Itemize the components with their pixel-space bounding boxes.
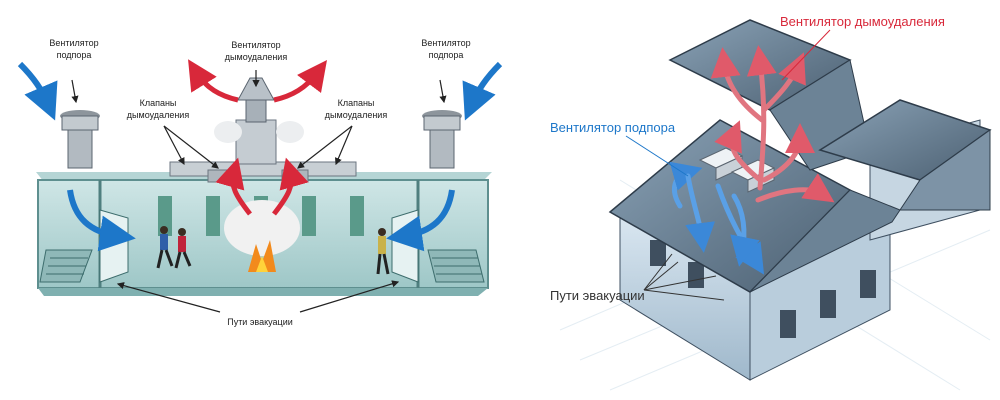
- svg-text:Вентилятор: Вентилятор: [49, 38, 98, 48]
- label-fan-smoke: Вентилятор дымоудаления: [780, 14, 945, 29]
- smoke-duct: [169, 119, 357, 183]
- svg-text:дымоудаления: дымоудаления: [225, 52, 288, 62]
- label-fan-supply-right: Вентилятор подпора: [421, 38, 470, 60]
- cross-section-svg: Вентилятор подпора Вентилятор подпора Ве…: [17, 38, 503, 327]
- staircase-icon: [39, 249, 93, 283]
- fan-icon: [60, 110, 100, 169]
- person-icon: [156, 226, 174, 269]
- pointer-lines: [781, 29, 831, 81]
- smoke-arrows: [188, 59, 328, 216]
- label-fan-supply: Вентилятор подпора: [550, 120, 676, 135]
- smoke-arrows: [710, 45, 835, 203]
- fan-icon: [214, 77, 304, 143]
- label-valves-left: Клапаны дымоудаления: [127, 98, 190, 120]
- label-evacuation: Пути эвакуации: [227, 317, 293, 327]
- supply-arrows: [17, 61, 503, 252]
- label-evacuation: Пути эвакуации: [550, 288, 645, 303]
- svg-text:дымоудаления: дымоудаления: [127, 110, 190, 120]
- pointer-lines: [643, 253, 725, 301]
- svg-text:Вентилятор: Вентилятор: [231, 40, 280, 50]
- pointer-lines: [625, 135, 689, 177]
- svg-text:Вентилятор: Вентилятор: [421, 38, 470, 48]
- house-svg: Вентилятор дымоудаления Вентилятор подпо…: [550, 14, 992, 391]
- label-fan-smoke: Вентилятор дымоудаления: [225, 40, 288, 62]
- isometric-house-diagram: Вентилятор дымоудаления Вентилятор подпо…: [520, 0, 1000, 400]
- svg-text:подпора: подпора: [57, 50, 92, 60]
- svg-text:подпора: подпора: [429, 50, 464, 60]
- staircase-icon: [427, 249, 485, 283]
- door-icon: [99, 209, 129, 283]
- cross-section-diagram: Вентилятор подпора Вентилятор подпора Ве…: [17, 38, 503, 327]
- svg-text:Клапаны: Клапаны: [140, 98, 177, 108]
- label-valves-right: Клапаны дымоудаления: [325, 98, 388, 120]
- svg-text:дымоудаления: дымоудаления: [325, 110, 388, 120]
- door-icon: [391, 209, 419, 283]
- svg-text:Клапаны: Клапаны: [338, 98, 375, 108]
- person-icon: [174, 228, 192, 269]
- label-fan-supply-left: Вентилятор подпора: [49, 38, 98, 60]
- pointer-lines: [71, 70, 447, 313]
- fire-icon: [224, 200, 300, 272]
- fan-icon: [422, 110, 462, 169]
- person-icon: [376, 228, 390, 275]
- supply-arrows: [669, 161, 765, 275]
